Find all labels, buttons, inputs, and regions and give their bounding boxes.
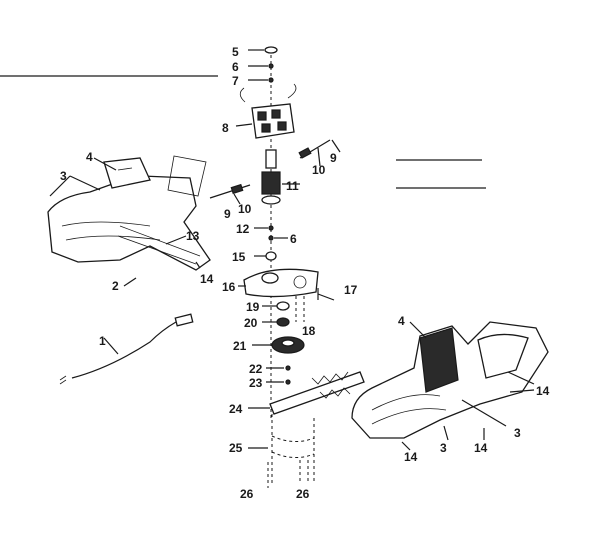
callout-26-left: 26 [240, 487, 254, 501]
callout-5: 5 [232, 45, 239, 59]
part-brush-left-9-10 [209, 183, 251, 205]
part-gear-housing-16 [238, 268, 319, 298]
callout-3-center: 3 [440, 441, 447, 455]
callout-14-center: 14 [404, 450, 418, 464]
left-housing-assembly [47, 155, 211, 287]
callout-3-left: 3 [60, 169, 67, 183]
part-washer-6 [248, 63, 274, 69]
callout-13: 13 [186, 229, 200, 243]
part-guard-25 [248, 414, 315, 486]
part-screws-18 [295, 296, 305, 322]
callout-19: 19 [246, 300, 260, 314]
part-blade-24 [248, 371, 365, 415]
callout-2: 2 [112, 279, 119, 293]
callout-4-right: 4 [398, 314, 405, 328]
callout-12: 12 [236, 222, 250, 236]
part-washer-6-lower [268, 235, 288, 241]
callout-10-right: 10 [312, 163, 326, 177]
callout-9-right: 9 [330, 151, 337, 165]
callout-16: 16 [222, 280, 236, 294]
part-screws-26 [267, 460, 309, 488]
part-22 [266, 365, 291, 371]
callout-20: 20 [244, 316, 258, 330]
part-motor-8 [235, 83, 297, 139]
part-brush-right-9-10 [298, 139, 341, 167]
callout-14-left: 14 [200, 272, 214, 286]
callout-1: 1 [99, 334, 106, 348]
callout-18: 18 [302, 324, 316, 338]
callout-22: 22 [249, 362, 263, 376]
part-armature-11 [261, 149, 300, 205]
part-bearing-15 [254, 251, 277, 261]
part-cord-1 [59, 313, 194, 385]
callout-11: 11 [286, 179, 299, 193]
part-gear-21 [252, 336, 305, 354]
callout-21: 21 [233, 339, 247, 353]
part-23 [266, 379, 291, 385]
callout-14-right-lower: 14 [474, 441, 488, 455]
callout-6-upper: 6 [232, 60, 239, 74]
right-housing-assembly [351, 321, 549, 451]
part-spacer-20 [262, 317, 290, 327]
callout-6-lower: 6 [290, 232, 297, 246]
callout-15: 15 [232, 250, 246, 264]
callout-26-right: 26 [296, 487, 310, 501]
callout-9-left: 9 [224, 207, 231, 221]
callout-8: 8 [222, 121, 229, 135]
part-screw-17 [317, 288, 335, 301]
callout-17: 17 [344, 283, 358, 297]
callout-25: 25 [229, 441, 243, 455]
part-spacer-19 [262, 301, 290, 311]
callout-4-left: 4 [86, 150, 93, 164]
part-screw-5 [248, 46, 278, 54]
callout-3-right: 3 [514, 426, 521, 440]
callout-14-right-upper: 14 [536, 384, 550, 398]
part-washer-12 [254, 225, 274, 231]
callout-23: 23 [249, 376, 263, 390]
part-nut-7 [248, 77, 274, 83]
callout-7: 7 [232, 74, 239, 88]
callout-10-left: 10 [238, 202, 252, 216]
callout-24: 24 [229, 402, 243, 416]
